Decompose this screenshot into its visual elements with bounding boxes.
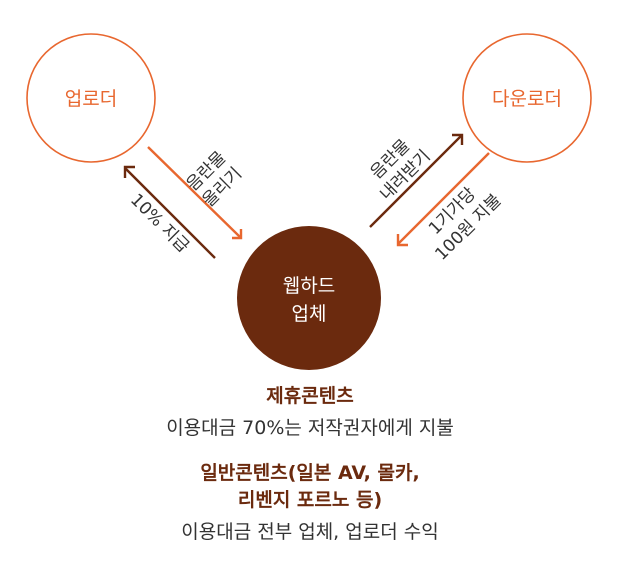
uploader-label: 업로더 <box>65 88 117 110</box>
uploader-node <box>26 33 156 163</box>
partner-content-title: 제휴콘텐츠 <box>266 385 354 407</box>
pay-download-arrow <box>396 152 490 247</box>
partner-content-body: 이용대금 70%는 저작권자에게 지불 <box>166 417 454 439</box>
webhard-node <box>237 226 381 370</box>
general-content-body: 이용대금 전부 업체, 업로더 수익 <box>181 521 439 543</box>
webhard-label-line1: 웹하드 <box>283 275 335 297</box>
pay-uploader-label: 10% 지급 <box>126 190 193 257</box>
downloader-label: 다운로더 <box>492 88 562 110</box>
general-content-title-line1: 일반콘텐츠(일본 AV, 몰카, <box>200 462 420 484</box>
general-content-title-line2: 리벤지 포르노 등) <box>237 489 383 511</box>
downloader-node <box>462 33 592 163</box>
download-arrow <box>369 133 464 228</box>
pay-uploader-arrow <box>123 165 216 259</box>
upload-arrow <box>147 146 243 240</box>
webhard-label-line2: 업체 <box>292 303 327 325</box>
